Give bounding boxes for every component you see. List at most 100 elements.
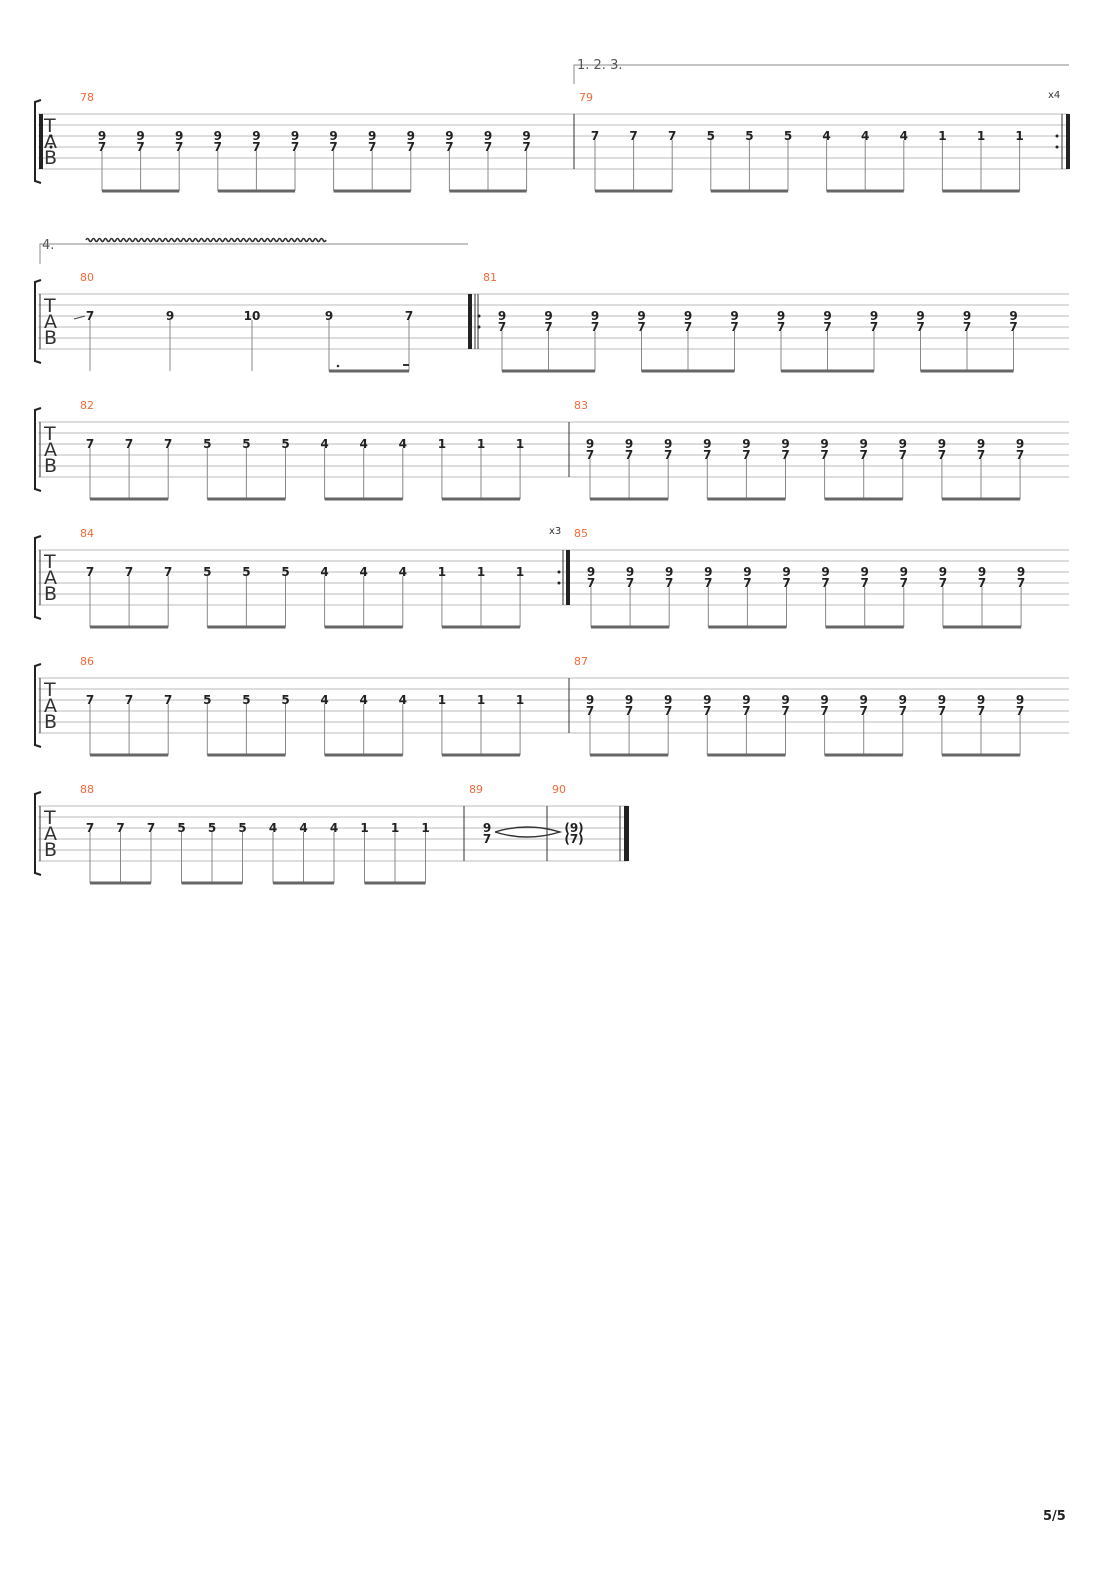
fret-number: 9 <box>586 693 594 707</box>
final-barline <box>624 806 629 861</box>
fret-number: 4 <box>320 693 328 707</box>
fret-number: 1 <box>421 821 429 835</box>
fret-number: 9 <box>742 437 750 451</box>
fret-number: 4 <box>360 565 368 579</box>
fret-number: 10 <box>244 309 261 323</box>
fret-number: 5 <box>203 437 211 451</box>
fret-number: 9 <box>860 437 868 451</box>
fret-number: 9 <box>820 693 828 707</box>
fret-number: 9 <box>1017 565 1025 579</box>
fret-number: 7 <box>86 437 94 451</box>
fret-number: 5 <box>238 821 246 835</box>
volta-bracket <box>39 243 468 264</box>
fret-number: (9) <box>564 821 583 835</box>
fret-number: 9 <box>368 129 376 143</box>
measure-number: 81 <box>483 271 497 284</box>
tab-clef-letter: T <box>43 115 56 137</box>
fret-number: 9 <box>214 129 222 143</box>
fret-number: 9 <box>899 693 907 707</box>
fret-number: 1 <box>438 437 446 451</box>
fret-number: 9 <box>938 437 946 451</box>
fret-number: 9 <box>166 309 174 323</box>
fret-number: 9 <box>782 565 790 579</box>
fret-number: 4 <box>822 129 830 143</box>
system-bracket <box>34 407 42 492</box>
fret-number: 7 <box>664 448 672 462</box>
fret-number: 7 <box>820 448 828 462</box>
start-repeat-bar <box>39 114 43 169</box>
repeat-count: x3 <box>549 526 561 537</box>
tie-arc <box>494 826 563 838</box>
repeat-dot <box>49 134 53 138</box>
fret-number: 9 <box>963 309 971 323</box>
fret-number: 9 <box>860 693 868 707</box>
fret-number: 7 <box>665 576 673 590</box>
fret-number: 5 <box>745 129 753 143</box>
fret-number: 7 <box>916 320 924 334</box>
fret-number: 7 <box>629 129 637 143</box>
system-bracket <box>34 99 42 184</box>
fret-number: 7 <box>626 576 634 590</box>
fret-number: 7 <box>870 320 878 334</box>
tab-clef-letter: B <box>44 711 57 733</box>
fret-number: 9 <box>938 693 946 707</box>
fret-number: 1 <box>438 565 446 579</box>
fret-number: 7 <box>116 821 124 835</box>
fret-number: 7 <box>684 320 692 334</box>
system-bracket <box>34 791 42 876</box>
fret-number: 4 <box>399 693 407 707</box>
measure-number: 79 <box>579 91 593 104</box>
fret-number: 7 <box>544 320 552 334</box>
fret-number: 4 <box>269 821 277 835</box>
fret-number: 1 <box>360 821 368 835</box>
system-bracket <box>34 279 42 364</box>
fret-number: 5 <box>208 821 216 835</box>
measure-number: 80 <box>80 271 94 284</box>
fret-number: 9 <box>978 565 986 579</box>
fret-number: 5 <box>203 693 211 707</box>
fret-number: 7 <box>938 704 946 718</box>
fret-number: 7 <box>86 565 94 579</box>
fret-number: 7 <box>625 448 633 462</box>
fret-number: 1 <box>516 565 524 579</box>
fret-number: 5 <box>784 129 792 143</box>
fret-number: 7 <box>777 320 785 334</box>
fret-number: 7 <box>175 140 183 154</box>
measure-number: 84 <box>80 527 94 540</box>
tab-clef-letter: T <box>43 679 56 701</box>
fret-number: 9 <box>1016 437 1024 451</box>
fret-number: 7 <box>136 140 144 154</box>
fret-number: 7 <box>1016 448 1024 462</box>
fret-number: 7 <box>742 448 750 462</box>
fret-number: 7 <box>98 140 106 154</box>
fret-number: 4 <box>320 437 328 451</box>
fret-number: 7 <box>742 704 750 718</box>
tab-clef-letter: T <box>43 295 56 317</box>
fret-number: 9 <box>544 309 552 323</box>
measure-number: 90 <box>552 783 566 796</box>
repeat-dot <box>557 581 561 585</box>
fret-number: 9 <box>664 693 672 707</box>
fret-number: 1 <box>438 693 446 707</box>
fret-number: 9 <box>870 309 878 323</box>
fret-number: 7 <box>899 704 907 718</box>
measure-number: 86 <box>80 655 94 668</box>
tab-clef-letter: A <box>44 311 57 333</box>
measure-number: 87 <box>574 655 588 668</box>
measure-number: 88 <box>80 783 94 796</box>
fret-number: 9 <box>637 309 645 323</box>
system-bracket <box>34 663 42 748</box>
fret-number: 9 <box>325 309 333 323</box>
fret-number: 1 <box>391 821 399 835</box>
fret-number: 5 <box>242 693 250 707</box>
fret-number: 9 <box>743 565 751 579</box>
fret-number: 7 <box>781 704 789 718</box>
fret-number: 9 <box>591 309 599 323</box>
tab-clef-letter: B <box>44 455 57 477</box>
fret-number: 7 <box>86 693 94 707</box>
fret-number: 1 <box>977 129 985 143</box>
fret-number: 7 <box>329 140 337 154</box>
fret-number: 7 <box>664 704 672 718</box>
